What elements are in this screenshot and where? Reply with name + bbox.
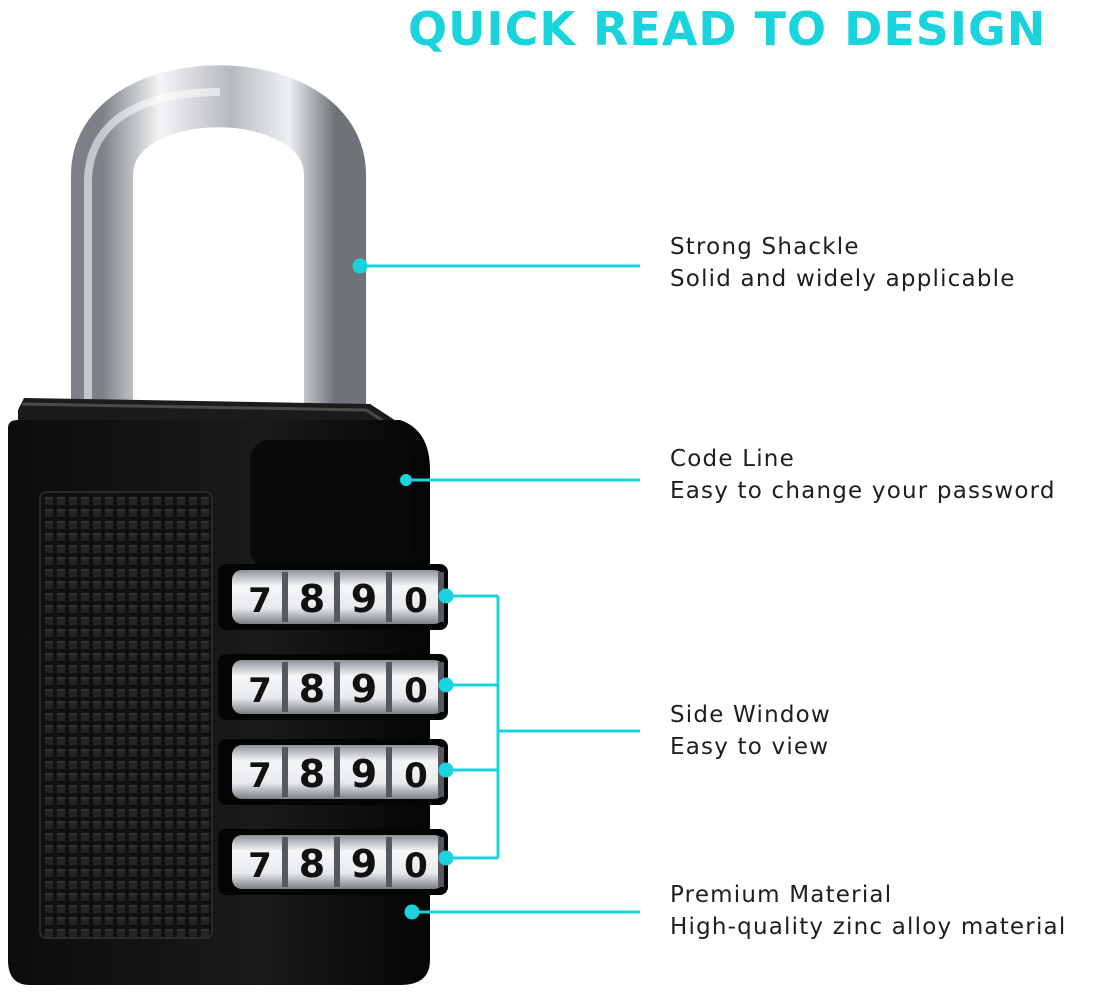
dial-separator	[386, 662, 392, 712]
feature-name: Premium Material	[670, 882, 893, 908]
dial-separator	[334, 747, 340, 797]
dial-digit: 0	[404, 756, 428, 796]
feature-name: Code Line	[670, 446, 795, 472]
dial-digit: 9	[351, 667, 377, 711]
feature-name: Side Window	[670, 702, 831, 728]
dial-digit: 0	[404, 581, 428, 621]
dial-digit: 8	[299, 752, 325, 796]
dial-separator	[282, 572, 288, 622]
dial-separator	[334, 837, 340, 887]
dial-digit: 9	[351, 752, 377, 796]
dial-digit: 0	[404, 846, 428, 886]
feature-desc: Solid and widely applicable	[670, 266, 1016, 292]
dial-digit: 0	[404, 671, 428, 711]
dial-digit: 7	[248, 671, 272, 711]
dial-separator	[386, 572, 392, 622]
shackle	[71, 65, 366, 440]
feature-code-line: Code Line Easy to change your password	[670, 443, 1056, 507]
dial-digit: 9	[351, 577, 377, 621]
dial-digit: 9	[351, 842, 377, 886]
dial-separator	[334, 662, 340, 712]
feature-desc: High-quality zinc alloy material	[670, 914, 1067, 940]
feature-premium-material: Premium Material High-quality zinc alloy…	[670, 879, 1066, 943]
feature-strong-shackle: Strong Shackle Solid and widely applicab…	[670, 231, 1016, 295]
feature-desc: Easy to change your password	[670, 478, 1056, 504]
dial-digit: 7	[248, 846, 272, 886]
dial-separator	[282, 837, 288, 887]
feature-desc: Easy to view	[670, 734, 830, 760]
dial-separator	[386, 747, 392, 797]
callout-lines	[352, 258, 640, 920]
dial-separator	[386, 837, 392, 887]
dial-separator	[282, 747, 288, 797]
dial-digit: 8	[299, 842, 325, 886]
textured-panel	[39, 491, 213, 939]
dial-separator	[282, 662, 288, 712]
dial-separator	[334, 572, 340, 622]
dial-digit: 8	[299, 667, 325, 711]
dial-digit: 7	[248, 756, 272, 796]
feature-side-window: Side Window Easy to view	[670, 699, 831, 763]
dial-digit: 8	[299, 577, 325, 621]
page-title: QUICK READ TO DESIGN	[408, 2, 1047, 56]
feature-name: Strong Shackle	[670, 234, 860, 260]
dial-digit: 7	[248, 581, 272, 621]
